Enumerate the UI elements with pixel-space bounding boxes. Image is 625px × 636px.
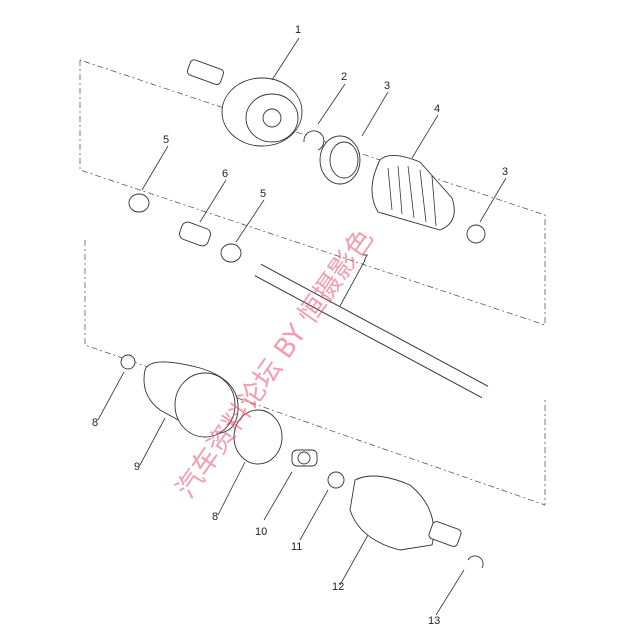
- small-band-part-lower: [220, 243, 242, 263]
- lower-group-outline: [84, 240, 546, 506]
- part-label-2: 2: [341, 71, 347, 83]
- shaft-part: [254, 263, 489, 399]
- part-label-9: 9: [134, 461, 140, 473]
- part-label-6: 6: [222, 168, 228, 180]
- part-label-5b: 5: [260, 188, 266, 200]
- part-label-4: 4: [434, 103, 440, 115]
- spider-assembly-part: [291, 449, 318, 467]
- part-label-8b: 8: [212, 511, 218, 523]
- part-label-12: 12: [332, 581, 344, 593]
- inner-boot-part: [143, 361, 239, 438]
- boot-band-part-right: [466, 224, 486, 244]
- dynamic-damper-part: [179, 221, 211, 247]
- part-label-11: 11: [291, 541, 302, 553]
- circlip-part-lower: [467, 555, 484, 569]
- part-label-3b: 3: [502, 166, 508, 178]
- part-label-7: 7: [362, 253, 368, 265]
- part-label-1: 1: [295, 24, 301, 36]
- outer-cv-joint-part: [186, 59, 303, 147]
- leader-lines: [97, 37, 507, 616]
- snap-ring-part: [327, 471, 345, 489]
- boot-band-part-upper: [319, 135, 361, 185]
- circlip-part: [303, 130, 325, 151]
- small-band-part-upper: [128, 193, 150, 213]
- small-band-part-left: [120, 354, 136, 370]
- boot-band-part-lower: [233, 409, 283, 465]
- part-label-10: 10: [255, 526, 267, 538]
- part-label-3: 3: [384, 80, 390, 92]
- part-label-13: 13: [428, 615, 440, 627]
- watermark-text: 汽车资料论坛 BY 恒摄影色: [170, 224, 379, 504]
- inner-cv-housing-part: [349, 475, 462, 551]
- part-label-5: 5: [163, 134, 169, 146]
- part-label-8: 8: [92, 417, 98, 429]
- outer-boot-part: [371, 155, 455, 231]
